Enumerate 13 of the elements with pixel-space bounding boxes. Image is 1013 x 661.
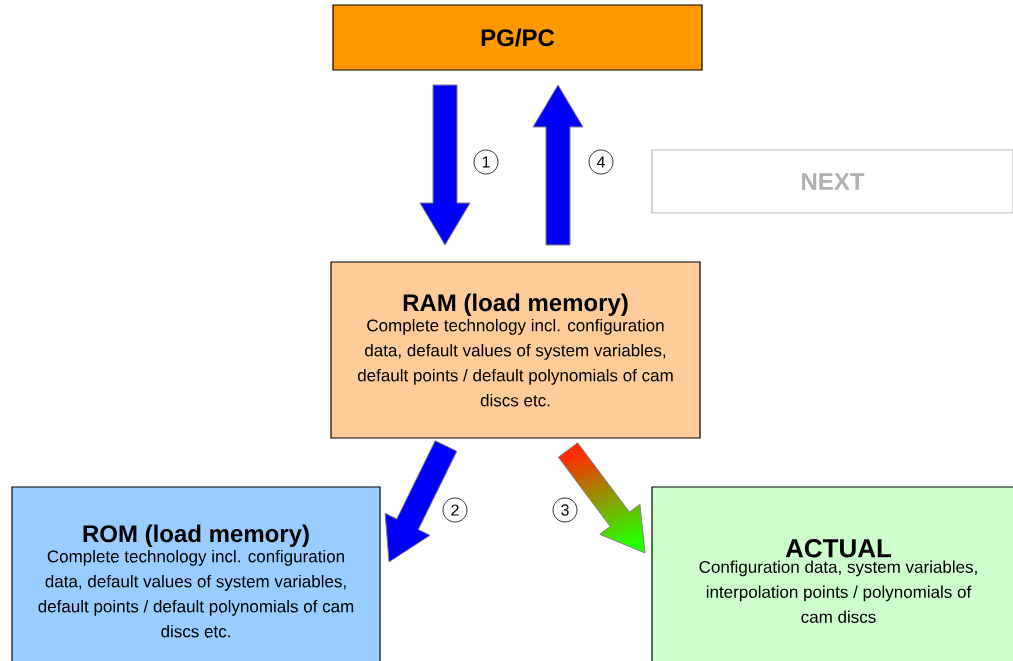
- block-arrow: [532, 84, 584, 246]
- device-box: PG/PC: [332, 4, 703, 71]
- block-arrow: [557, 442, 646, 554]
- step-number: 3: [552, 497, 578, 523]
- block-arrow: [384, 440, 458, 563]
- memory-box: RAM (load memory) Complete technology incl. configuration data, default values of system variables, default points / default polynomials of cam discs etc.: [330, 261, 701, 439]
- block-arrow: [419, 84, 471, 246]
- step-number: 1: [473, 149, 499, 175]
- memory-box: ROM (load memory) Complete technology incl. configuration data, default values of system variables, default points / default polynomials of cam discs etc.: [11, 486, 381, 661]
- memory-box: ACTUAL Configuration data, system variables, interpolation points / polynomials of cam discs: [651, 486, 1013, 661]
- step-number: 4: [588, 149, 614, 175]
- next-button: NEXT: [651, 149, 1013, 214]
- step-number: 2: [442, 497, 468, 523]
